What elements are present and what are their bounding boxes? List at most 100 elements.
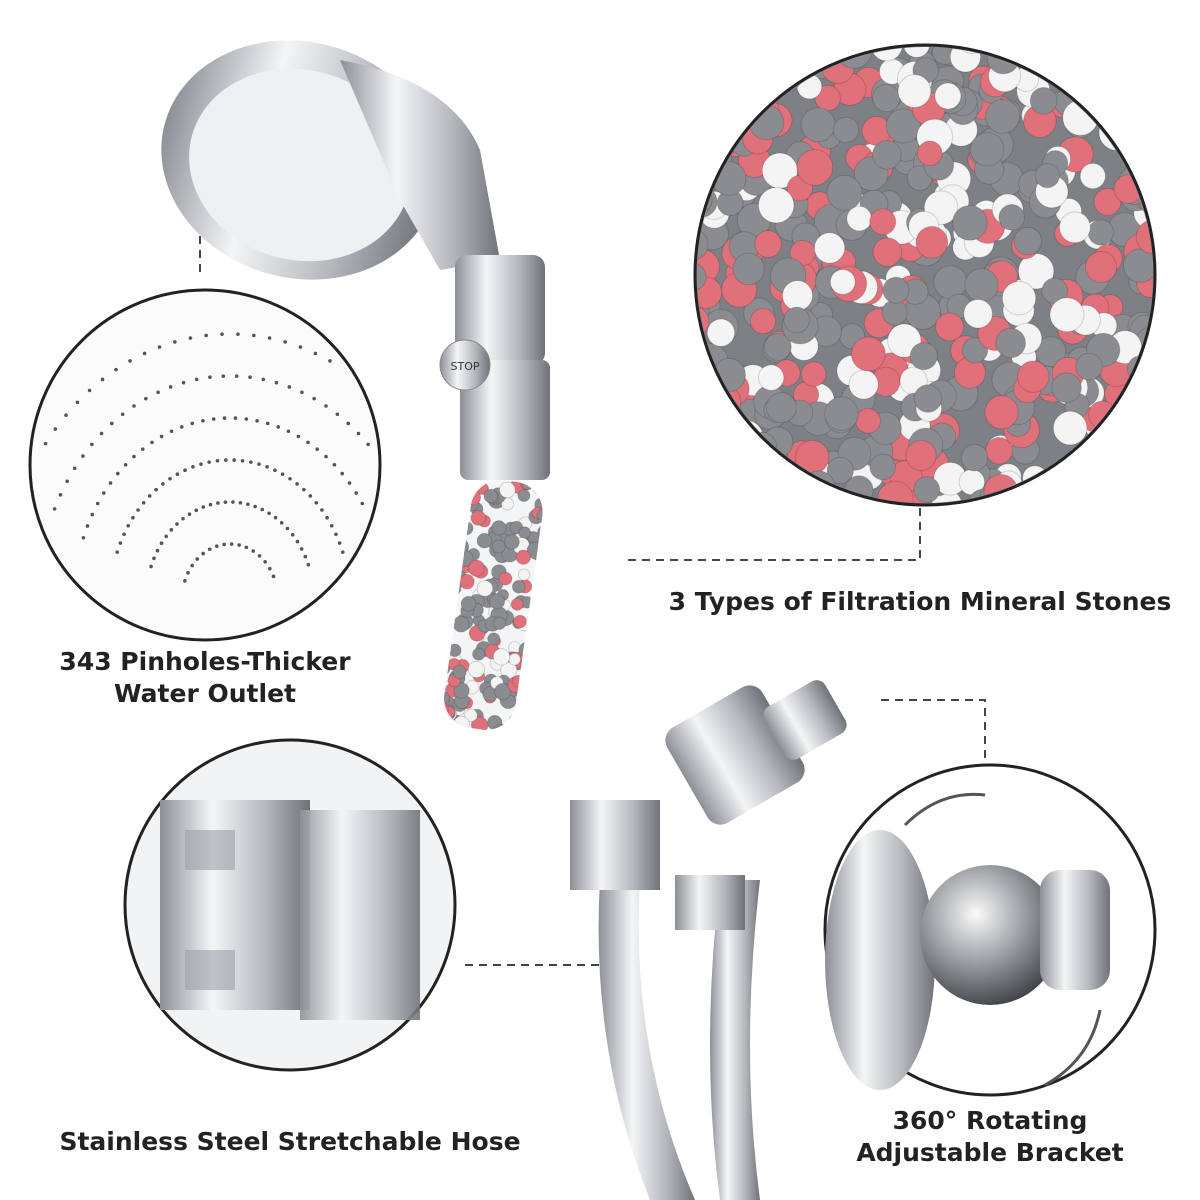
pinhole-dot (280, 472, 285, 476)
mineral-stone (476, 580, 494, 597)
pinhole-dot (159, 434, 164, 439)
mineral-stone (697, 126, 723, 163)
mineral-stone (768, 57, 803, 93)
mineral-stone (535, 565, 547, 581)
pinhole-dot (267, 336, 272, 340)
pinhole-dot (303, 554, 308, 559)
pinhole-dot (290, 532, 295, 537)
pinhole-dot (95, 501, 100, 506)
pinhole-dot (81, 535, 86, 540)
mineral-stone (728, 419, 764, 455)
mineral-stone (511, 579, 526, 594)
mineral-stone (519, 700, 533, 714)
mineral-stone (440, 606, 455, 623)
mineral-stone (459, 574, 475, 590)
pinhole-dot (279, 520, 284, 525)
pinhole-dot (186, 571, 190, 575)
mineral-stone (745, 47, 777, 72)
mineral-stone (1088, 400, 1117, 430)
pinhole-dot (199, 462, 203, 466)
pinhole-dot (175, 472, 180, 476)
pinhole-dot (306, 562, 311, 567)
pinhole-dot (120, 412, 125, 417)
pinhole-dot (168, 385, 173, 389)
mineral-stone (467, 559, 485, 577)
mineral-stone (697, 396, 710, 425)
mineral-stone (440, 662, 451, 676)
mineral-stone (452, 715, 470, 733)
mineral-stone (882, 276, 910, 304)
mineral-stone (444, 557, 458, 570)
mineral-stone (1064, 490, 1091, 503)
pinhole-dot (240, 458, 245, 463)
mineral-stone (747, 47, 782, 65)
mineral-stone (1122, 248, 1153, 283)
mineral-stone (507, 719, 525, 734)
pinhole-dot (194, 377, 199, 382)
pinhole-dot (283, 340, 287, 344)
pinhole-dot (276, 425, 281, 429)
mineral-stone (761, 461, 796, 496)
mineral-stone (504, 534, 520, 550)
stop-button (439, 339, 491, 391)
stones-label: 3 Types of Filtration Mineral Stones (668, 587, 1172, 616)
pinhole-dot (90, 512, 95, 517)
mineral-stone (697, 113, 714, 145)
pinhole-dot (142, 351, 147, 356)
pinhole-dot (260, 507, 265, 512)
mineral-stone (440, 615, 451, 629)
mineral-stone (697, 95, 719, 130)
mineral-stone (492, 726, 506, 734)
pinholes-detail-circle (28, 288, 382, 642)
mineral-stone (517, 488, 531, 503)
mineral-stone (984, 47, 1011, 57)
mineral-stone (697, 228, 709, 261)
mineral-stone (1058, 211, 1091, 244)
bracket-label: 360° Rotating Adjustable Bracket (835, 1105, 1145, 1169)
pinhole-dot (190, 421, 195, 426)
mineral-stone (1135, 219, 1153, 255)
mineral-stone (1135, 488, 1153, 503)
mineral-stone (796, 149, 834, 186)
mineral-stone (533, 622, 547, 636)
mineral-stone (872, 83, 901, 113)
mineral-stone (706, 52, 736, 83)
mineral-stone (448, 643, 462, 658)
mineral-stone (697, 451, 723, 488)
pinhole-dot (169, 429, 174, 434)
mineral-stone (1017, 360, 1050, 393)
mineral-stone (757, 186, 795, 224)
pinhole-dot (263, 560, 267, 564)
mineral-stone (915, 226, 949, 259)
pinhole-dot (236, 332, 240, 336)
mineral-stone (1125, 397, 1153, 434)
mineral-stone (731, 456, 766, 491)
mineral-stone (494, 682, 512, 701)
pinhole-dot (346, 421, 351, 426)
pinhole-dot (188, 336, 193, 340)
mineral-stone (440, 585, 450, 599)
mineral-stone (1122, 47, 1151, 56)
pinhole-dot (299, 547, 304, 551)
mineral-stone (1017, 252, 1055, 290)
mineral-stone (539, 721, 547, 734)
mineral-stone (440, 609, 451, 624)
pinhole-dot (81, 454, 85, 458)
mineral-stone (1109, 47, 1143, 80)
pinhole-dot (356, 431, 361, 436)
mineral-stone (492, 723, 508, 734)
mineral-stone (800, 361, 827, 387)
mineral-stone (903, 47, 931, 58)
pinhole-dot (347, 481, 352, 485)
mineral-stone (459, 521, 474, 536)
pinhole-dot (224, 458, 228, 462)
pinholes-label-line1: 343 Pinholes-Thicker (59, 647, 351, 676)
pinhole-dot (183, 579, 187, 583)
pinhole-dot (313, 351, 318, 356)
mineral-stone (783, 306, 811, 334)
mineral-stone (508, 713, 523, 728)
hose-label: Stainless Steel Stretchable Hose (59, 1127, 521, 1156)
pinhole-dot (126, 524, 131, 528)
mineral-stone (961, 337, 989, 364)
mineral-stone (1136, 372, 1153, 409)
